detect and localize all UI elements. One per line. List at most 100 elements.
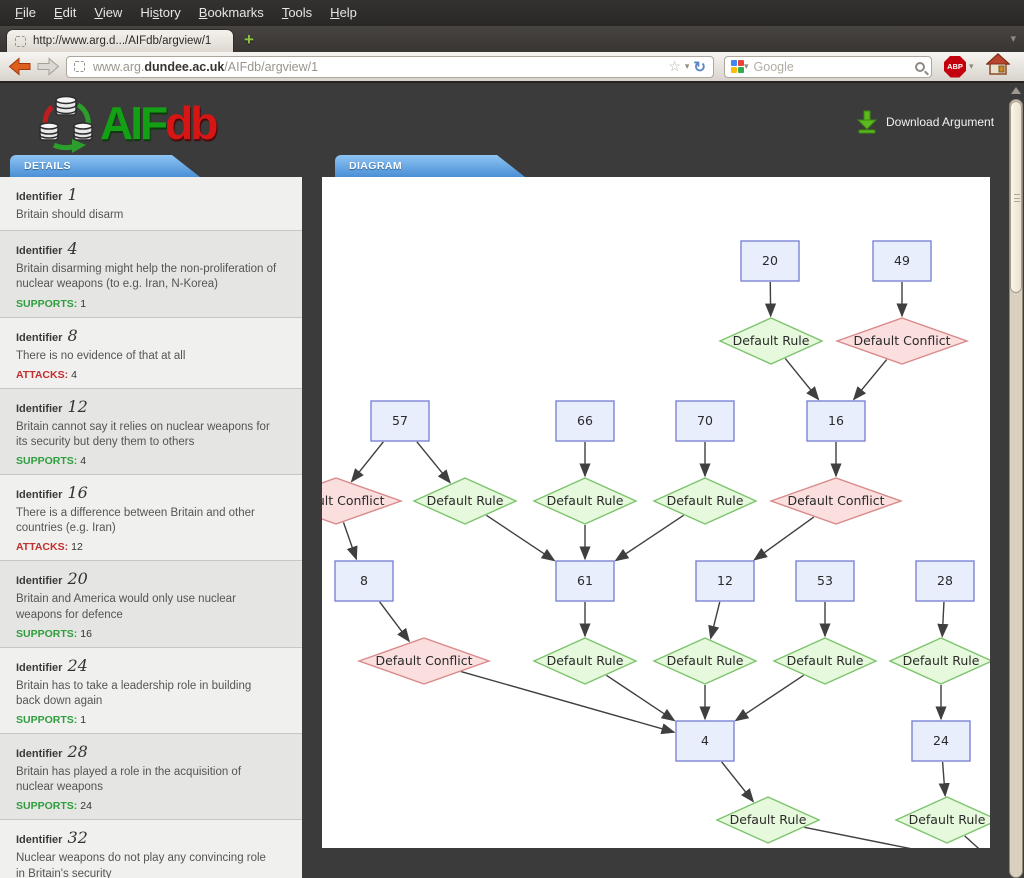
identifier-label: Identifier (16, 245, 63, 258)
browser-tab[interactable]: http://www.arg.d.../AIFdb/argview/1 (6, 29, 234, 52)
menu-edit[interactable]: Edit (53, 5, 77, 20)
bookmark-star-icon[interactable]: ☆ (668, 58, 681, 74)
back-button[interactable] (8, 57, 31, 76)
identifier-number: 28 (67, 742, 88, 762)
entry-text: Britain has played a role in the acquisi… (16, 766, 242, 794)
url-path: /AIFdb/argview/1 (224, 59, 319, 74)
tab-list-arrow-icon[interactable]: ▾ (1010, 33, 1016, 45)
default-rule-node[interactable]: Default Rule (715, 796, 821, 844)
menu-view[interactable]: View (94, 5, 123, 20)
argument-node-49[interactable]: 49 (872, 240, 932, 282)
default-rule-node[interactable]: Default Rule (772, 637, 878, 685)
menu-history[interactable]: History (140, 5, 181, 20)
url-bar[interactable]: www.arg.dundee.ac.uk/AIFdb/argview/1 ☆ ▾… (66, 55, 714, 78)
identifier-number: 20 (67, 569, 88, 589)
search-bar[interactable]: ▾ (724, 55, 932, 78)
identifier-number: 24 (67, 655, 88, 675)
default-rule-node[interactable]: Default Rule (532, 637, 638, 685)
node-label: Default Rule (909, 812, 986, 827)
adblock-plus-icon[interactable]: ABP (944, 55, 966, 78)
node-label: Default Conflict (853, 333, 950, 348)
argument-node-70[interactable]: 70 (675, 400, 735, 442)
menu-bookmarks[interactable]: Bookmarks (198, 5, 264, 20)
diagram-edge (342, 522, 358, 561)
menu-file[interactable]: File (15, 5, 36, 20)
adblock-dropdown-icon[interactable]: ▾ (969, 61, 974, 71)
forward-arrow-icon (37, 57, 60, 76)
argument-node-4[interactable]: 4 (675, 720, 735, 762)
search-engine-dropdown-icon[interactable]: ▾ (744, 61, 749, 71)
default-conflict-node[interactable]: Default Conflict (834, 317, 970, 365)
node-label: Default Rule (547, 493, 624, 508)
entry-text: Britain and America would only use nucle… (16, 593, 236, 621)
reload-icon[interactable]: ↻ (693, 58, 706, 76)
diagram-edge (938, 761, 950, 798)
forward-button[interactable] (37, 57, 60, 76)
default-rule-node[interactable]: Default Rule (652, 637, 758, 685)
window-scrollbar[interactable] (1008, 85, 1024, 878)
default-rule-node[interactable]: Default Rule (532, 477, 638, 525)
default-conflict-node[interactable]: Default Conflict (768, 477, 904, 525)
diagram-edge (852, 359, 888, 401)
argument-node-66[interactable]: 66 (555, 400, 615, 442)
entry-text: Britain has to take a leadership role in… (16, 679, 252, 707)
identifier-label: Identifier (16, 331, 63, 344)
argument-node-28[interactable]: 28 (915, 560, 975, 602)
argument-node-12[interactable]: 12 (695, 560, 755, 602)
logo-text-db: db (165, 97, 218, 149)
default-rule-node[interactable]: Default Rule (888, 637, 994, 685)
tab-details[interactable]: DETAILS (10, 155, 200, 177)
menu-tools[interactable]: Tools (281, 5, 313, 20)
default-rule-node[interactable]: Default Rule (652, 477, 758, 525)
node-label: 53 (817, 573, 833, 588)
page-content: AIFdb Download Argument DETAILS Identifi… (0, 85, 1024, 878)
attacks-badge: ATTACKS:12 (16, 541, 83, 554)
argument-node-24[interactable]: 24 (911, 720, 971, 762)
logo-text-aif: AIF (100, 97, 168, 149)
argument-node-16[interactable]: 16 (806, 400, 866, 442)
default-rule-node[interactable]: Default Rule (412, 477, 518, 525)
default-conflict-node[interactable]: Default Conflict (268, 477, 404, 525)
identifier-label: Identifier (16, 575, 63, 588)
tab-diagram[interactable]: DIAGRAM (335, 155, 525, 177)
menu-help[interactable]: Help (330, 5, 357, 20)
search-magnifier-icon[interactable] (915, 61, 925, 72)
scrollbar-thumb[interactable] (1010, 101, 1022, 293)
node-label: Default Rule (667, 653, 744, 668)
supports-badge: SUPPORTS:1 (16, 714, 87, 727)
attacks-badge: ATTACKS:4 (16, 368, 77, 381)
argument-node-8[interactable]: 8 (334, 560, 394, 602)
default-conflict-node[interactable]: Default Conflict (356, 637, 492, 685)
favicon-placeholder-icon (15, 35, 26, 47)
scrollbar-track[interactable] (1009, 99, 1023, 878)
scrollbar-up-arrow-icon[interactable] (1011, 87, 1021, 94)
argument-node-20[interactable]: 20 (740, 240, 800, 282)
node-label: Default Rule (427, 493, 504, 508)
new-tab-button[interactable]: + (244, 30, 254, 49)
download-argument-button[interactable]: Download Argument (856, 110, 994, 134)
argument-node-53[interactable]: 53 (795, 560, 855, 602)
home-icon (984, 52, 1011, 75)
entry-text: There is a difference between Britain an… (16, 507, 255, 535)
entry-text: Britain disarming might help the non-pro… (16, 263, 277, 291)
node-label: 8 (360, 573, 368, 588)
node-label: 16 (828, 413, 844, 428)
argument-node-61[interactable]: 61 (555, 560, 615, 602)
argument-node-57[interactable]: 57 (370, 400, 430, 442)
default-rule-node[interactable]: Default Rule (718, 317, 824, 365)
home-button[interactable] (984, 52, 1011, 80)
bookmark-dropdown-icon[interactable]: ▾ (684, 61, 690, 71)
search-input[interactable] (753, 59, 915, 74)
default-rule-node[interactable]: Default Rule (894, 796, 1000, 844)
